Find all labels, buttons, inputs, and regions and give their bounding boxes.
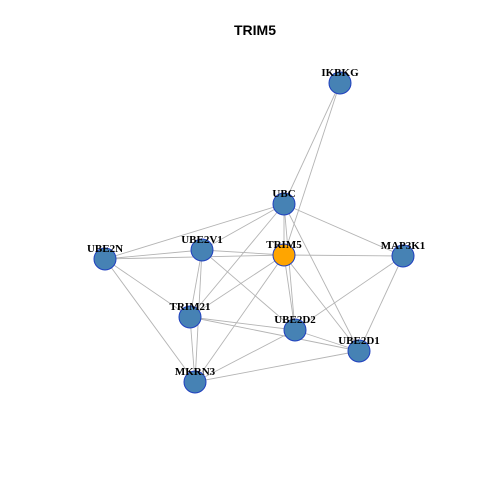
- edge-ubc-ube2v1: [201, 203, 285, 251]
- node-label-map3k1: MAP3K1: [381, 240, 426, 252]
- edge-ikbkg-trim5: [283, 82, 341, 256]
- edge-ube2d2-mkrn3: [194, 329, 296, 383]
- edge-ubc-map3k1: [283, 203, 404, 257]
- edge-trim5-ube2d2: [283, 254, 296, 331]
- node-mkrn3[interactable]: [183, 370, 207, 394]
- edge-ubc-trim21: [189, 203, 285, 318]
- node-label-ube2v1: UBE2V1: [181, 234, 223, 246]
- diagram-title: TRIM5: [234, 22, 276, 38]
- edge-map3k1-ube2d2: [294, 255, 404, 331]
- node-label-ube2d2: UBE2D2: [274, 314, 316, 326]
- edge-ube2v1-trim5: [201, 249, 285, 256]
- edge-ubc-ube2d2: [283, 203, 296, 331]
- edge-trim21-ube2d2: [189, 316, 296, 331]
- node-label-trim5: TRIM5: [266, 239, 302, 251]
- edge-ube2v1-ube2d2: [201, 249, 296, 331]
- edge-trim5-mkrn3: [194, 254, 285, 383]
- edge-ikbkg-ubc: [283, 82, 341, 205]
- edge-ubc-ube2n: [104, 203, 285, 260]
- label-layer: IKBKG UBC UBE2N UBE2V1 TRIM5 MAP3K1TRIM21UBE2…: [87, 67, 425, 378]
- edge-trim5-ube2d1: [283, 254, 360, 352]
- node-label-mkrn3: MKRN3: [175, 366, 216, 378]
- node-map3k1[interactable]: [391, 244, 415, 268]
- node-ubc[interactable]: [272, 192, 296, 216]
- node-trim5[interactable]: [272, 243, 296, 267]
- edge-layer: [104, 82, 404, 383]
- node-label-ube2n: UBE2N: [87, 243, 123, 255]
- edge-mkrn3-ube2d1: [194, 350, 360, 383]
- edge-ube2n-ube2v1: [104, 249, 203, 260]
- node-ube2n[interactable]: [93, 247, 117, 271]
- node-ube2d1[interactable]: [347, 339, 371, 363]
- edge-ube2n-mkrn3: [104, 258, 196, 383]
- node-label-ubc: UBC: [272, 188, 295, 200]
- node-layer: [93, 71, 415, 394]
- node-trim21[interactable]: [178, 305, 202, 329]
- node-ube2v1[interactable]: [190, 238, 214, 262]
- node-label-ikbkg: IKBKG: [321, 67, 359, 79]
- node-ube2d2[interactable]: [283, 318, 307, 342]
- edge-trim5-map3k1: [283, 254, 404, 257]
- edge-ube2n-trim21: [104, 258, 191, 318]
- edge-trim21-ube2d1: [189, 316, 360, 352]
- node-label-trim21: TRIM21: [170, 301, 211, 313]
- edge-trim5-trim21: [189, 254, 285, 318]
- edge-ubc-ube2d1: [283, 203, 360, 352]
- node-ikbkg[interactable]: [328, 71, 352, 95]
- edge-map3k1-ube2d1: [358, 255, 404, 352]
- node-label-ube2d1: UBE2D1: [338, 335, 380, 347]
